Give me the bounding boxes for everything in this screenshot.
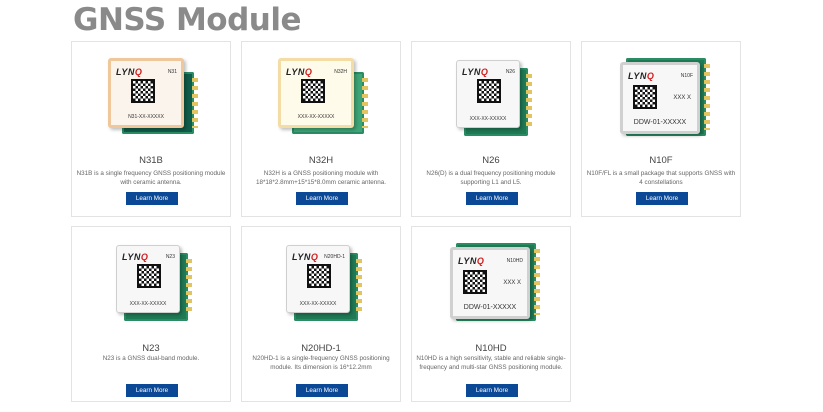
qr-code-icon <box>137 264 161 288</box>
chip-model-label: N10HD <box>506 258 523 264</box>
qr-code-icon <box>633 85 657 109</box>
product-name: N26 <box>482 155 500 166</box>
product-card-n26: LYNQ N26 XXX-XX-XXXXX N26 N26(D) is a du… <box>411 41 571 217</box>
learn-more-button[interactable]: Learn More <box>636 192 688 205</box>
product-card-n10hd: LYNQ N10HD XXX X DDW-01-XXXXX N10HD N10H… <box>411 226 571 402</box>
chip-model-label: N26 <box>505 69 515 75</box>
product-description: N20HD-1 is a single-frequency GNSS posit… <box>252 355 390 371</box>
product-description: N23 is a GNSS dual-band module. <box>102 355 200 362</box>
qr-code-icon <box>463 270 487 294</box>
chip-model-label: N20HD-1 <box>324 254 345 260</box>
chip-serial-label: XXX-XX-XXXXX <box>297 114 335 120</box>
chip-serial-label: XXX-XX-XXXXX <box>299 301 337 307</box>
product-description: N10F/FL is a small package that supports… <box>586 170 736 186</box>
product-name: N10F <box>649 155 673 166</box>
module-shield: LYNQ N10F XXX X DDW-01-XXXXX <box>620 62 700 134</box>
brand-logo: LYNQ <box>116 67 143 77</box>
brand-logo: LYNQ <box>458 256 485 266</box>
module-shield: LYNQ N20HD-1 XXX-XX-XXXXX <box>286 245 350 313</box>
qr-code-icon <box>477 79 501 103</box>
product-card-n10f: LYNQ N10F XXX X DDW-01-XXXXX N10F N10F/F… <box>581 41 741 217</box>
module-shield: LYNQ N23 XXX-XX-XXXXX <box>116 245 180 313</box>
product-image[interactable]: LYNQ N26 XXX-XX-XXXXX <box>412 50 570 142</box>
product-name: N31B <box>139 155 163 166</box>
product-name: N10HD <box>475 343 507 354</box>
brand-logo: LYNQ <box>292 252 319 262</box>
module-shield: LYNQ N32H XXX-XX-XXXXX <box>278 58 354 128</box>
chip-serial-label: XXX-XX-XXXXX <box>129 301 167 307</box>
product-description: N26(D) is a dual frequency positioning m… <box>426 170 556 186</box>
product-image[interactable]: LYNQ N20HD-1 XXX-XX-XXXXX <box>242 235 400 327</box>
product-card-n23: LYNQ N23 XXX-XX-XXXXX N23 N23 is a GNSS … <box>71 226 231 402</box>
learn-more-button[interactable]: Learn More <box>466 192 518 205</box>
chip-extra-label: XXX X <box>673 95 691 101</box>
qr-code-icon <box>131 79 155 103</box>
learn-more-button[interactable]: Learn More <box>296 192 348 205</box>
brand-logo: LYNQ <box>628 71 655 81</box>
product-card-n20hd-1: LYNQ N20HD-1 XXX-XX-XXXXX N20HD-1 N20HD-… <box>241 226 401 402</box>
chip-model-label: N10F <box>680 73 693 79</box>
brand-logo: LYNQ <box>462 67 489 77</box>
product-description: N10HD is a high sensitivity, stable and … <box>416 355 566 371</box>
learn-more-button[interactable]: Learn More <box>296 384 348 397</box>
product-description: N31B is a single frequency GNSS position… <box>76 170 226 186</box>
chip-model-label: N31 <box>167 69 177 75</box>
product-description: N32H is a GNSS positioning module with 1… <box>255 170 387 186</box>
product-card-n31b: LYNQ N31 N31-XX-XXXXX N31B N31B is a sin… <box>71 41 231 217</box>
qr-code-icon <box>301 79 325 103</box>
product-image[interactable]: LYNQ N31 N31-XX-XXXXX <box>72 50 230 142</box>
product-name: N20HD-1 <box>301 343 341 354</box>
learn-more-button[interactable]: Learn More <box>126 384 178 397</box>
module-shield: LYNQ N26 XXX-XX-XXXXX <box>456 60 520 128</box>
product-image[interactable]: LYNQ N32H XXX-XX-XXXXX <box>242 50 400 142</box>
learn-more-button[interactable]: Learn More <box>466 384 518 397</box>
module-shield: LYNQ N31 N31-XX-XXXXX <box>108 58 184 128</box>
product-image[interactable]: LYNQ N23 XXX-XX-XXXXX <box>72 235 230 327</box>
chip-model-label: N32H <box>334 69 347 75</box>
product-name: N32H <box>308 155 334 166</box>
chip-model-label: N23 <box>165 254 175 260</box>
product-image[interactable]: LYNQ N10HD XXX X DDW-01-XXXXX <box>412 235 570 327</box>
page-title: GNSS Module <box>73 2 302 38</box>
product-image[interactable]: LYNQ N10F XXX X DDW-01-XXXXX <box>582 50 740 142</box>
chip-serial-label: DDW-01-XXXXX <box>463 304 517 311</box>
chip-extra-label: XXX X <box>503 280 521 286</box>
brand-logo: LYNQ <box>122 252 149 262</box>
learn-more-button[interactable]: Learn More <box>126 192 178 205</box>
qr-code-icon <box>307 264 331 288</box>
chip-serial-label: XXX-XX-XXXXX <box>469 116 507 122</box>
module-shield: LYNQ N10HD XXX X DDW-01-XXXXX <box>450 247 530 319</box>
product-card-n32h: LYNQ N32H XXX-XX-XXXXX N32H N32H is a GN… <box>241 41 401 217</box>
product-name: N23 <box>142 343 160 354</box>
chip-serial-label: N31-XX-XXXXX <box>128 114 164 120</box>
brand-logo: LYNQ <box>286 67 313 77</box>
chip-serial-label: DDW-01-XXXXX <box>633 119 687 126</box>
